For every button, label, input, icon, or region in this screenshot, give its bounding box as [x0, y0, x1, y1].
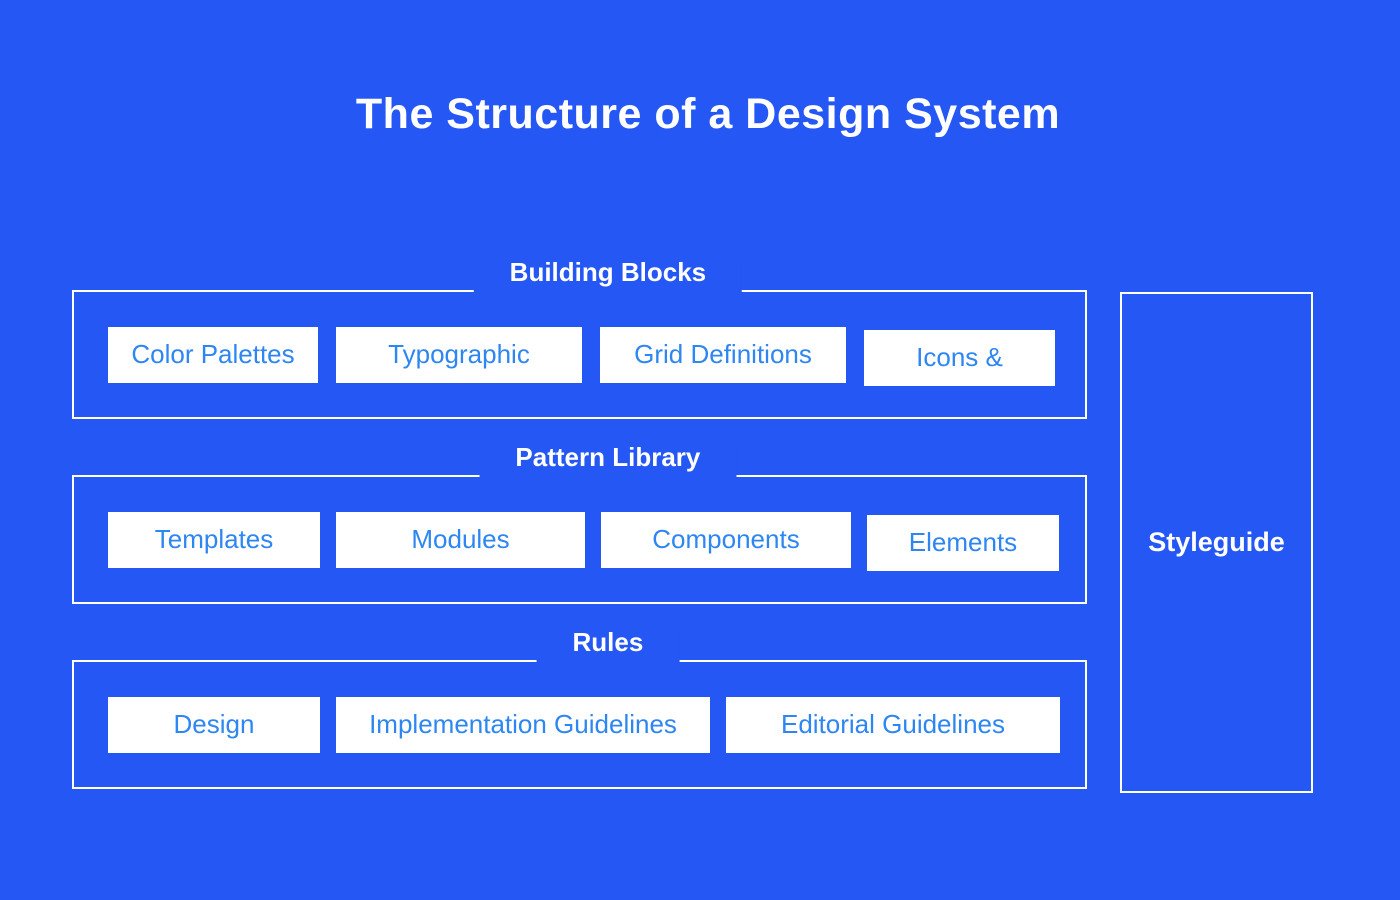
section-rules-label: Rules: [536, 628, 680, 664]
section-rules: Rules Design Implementation Guidelines E…: [72, 626, 1087, 789]
item-box-editorial-guidelines: Editorial Guidelines: [726, 696, 1060, 753]
item-box-color-palettes: Color Palettes: [108, 326, 318, 383]
sections-column: Building Blocks Color Palettes Typograph…: [72, 256, 1087, 789]
styleguide-label: Styleguide: [1148, 527, 1285, 557]
section-pattern-library-label: Pattern Library: [479, 443, 737, 479]
item-box-grid-definitions: Grid Definitions: [600, 326, 846, 383]
item-box-typographic: Typographic: [336, 326, 582, 383]
section-pattern-library-body: Templates Modules Components Elements: [72, 477, 1087, 604]
section-pattern-library-header: Pattern Library: [72, 441, 1087, 479]
section-pattern-library: Pattern Library Templates Modules Compon…: [72, 441, 1087, 604]
section-building-blocks-header: Building Blocks: [72, 256, 1087, 294]
section-building-blocks: Building Blocks Color Palettes Typograph…: [72, 256, 1087, 419]
section-building-blocks-label: Building Blocks: [473, 258, 743, 294]
styleguide-box: Styleguide: [1120, 292, 1313, 793]
item-box-icons: Icons &: [864, 329, 1055, 386]
page-title: The Structure of a Design System: [355, 90, 1061, 138]
item-box-elements: Elements: [867, 514, 1059, 571]
item-box-design: Design: [108, 696, 320, 753]
section-rules-body: Design Implementation Guidelines Editori…: [72, 662, 1087, 789]
item-box-modules: Modules: [336, 511, 585, 568]
item-box-templates: Templates: [108, 511, 320, 568]
section-building-blocks-body: Color Palettes Typographic Grid Definiti…: [72, 292, 1087, 419]
item-box-implementation-guidelines: Implementation Guidelines: [336, 696, 710, 753]
item-box-components: Components: [601, 511, 851, 568]
section-rules-header: Rules: [72, 626, 1087, 664]
